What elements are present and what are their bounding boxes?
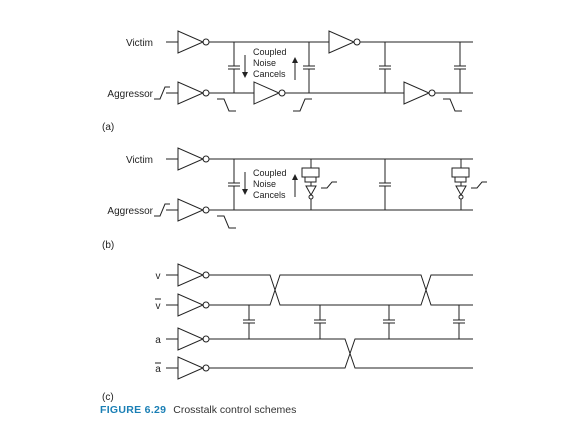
coupling-capacitor [303,42,315,93]
driver-v-bar [166,293,210,317]
inverter-bubble [428,89,436,97]
victim-driver [177,147,205,171]
coupling-capacitor [228,42,240,93]
aggressor-repeater [403,81,431,105]
figure-title: Crosstalk control schemes [173,404,297,416]
inverter-bubble [202,89,210,97]
coupling-capacitor [314,305,326,339]
victim-repeater [328,30,356,54]
twisted-wire-a-bar [209,338,473,369]
panel-a: Victim Aggressor [102,30,473,133]
note-coupled: Coupled [253,168,287,178]
aggressor-label: Aggressor [107,89,153,100]
inverter-bubble [278,89,286,97]
keeper-circuit [451,159,487,210]
noise-down-arrow [242,55,248,78]
inverter-bubble [202,155,210,163]
note-cancels: Cancels [253,69,286,79]
twisted-wire-v [209,274,473,306]
panel-c-tag: (c) [102,392,114,403]
keeper-circuit [301,159,337,210]
falling-waveform [217,215,236,229]
inverter-bubble [202,206,210,214]
figure-caption: FIGURE 6.29 Crosstalk control schemes [100,404,296,416]
twisted-wire-a [209,338,473,369]
signal-label-a: a [155,335,161,346]
driver-v [166,263,210,287]
driver-a [166,327,210,351]
coupling-capacitor [454,42,466,93]
signal-label-v: v [156,271,161,282]
coupling-capacitor [228,159,240,210]
note-coupled: Coupled [253,47,287,57]
victim-label: Victim [126,155,153,166]
coupling-capacitor [383,305,395,339]
panel-a-tag: (a) [102,122,114,133]
coupling-capacitor [379,159,391,210]
coupling-capacitor [243,305,255,339]
panel-c: v v a a [102,263,473,403]
falling-waveform [217,98,236,112]
twisted-wire-v-bar [209,274,473,306]
aggressor-label: Aggressor [107,206,153,217]
coupling-capacitor [379,42,391,93]
signal-label-a-bar: a [155,364,161,375]
aggressor-repeater [253,81,281,105]
note-noise: Noise [253,179,276,189]
inverter-bubble [353,38,361,46]
note-cancels: Cancels [253,190,286,200]
aggressor-driver [177,81,205,105]
aggressor-driver [177,198,205,222]
noise-up-arrow [292,174,298,197]
victim-label: Victim [126,38,153,49]
driver-a-bar [166,356,210,380]
input-step-waveform [154,86,170,100]
note-noise: Noise [253,58,276,68]
rising-waveform [293,98,312,112]
inverter-bubble [202,38,210,46]
falling-waveform [443,98,462,112]
victim-driver [177,30,205,54]
signal-label-v-bar: v [156,301,161,312]
noise-up-arrow [292,57,298,80]
coupling-capacitor [453,305,465,339]
panel-b-tag: (b) [102,240,114,251]
figure-label: FIGURE 6.29 [100,404,167,416]
noise-down-arrow [242,172,248,195]
panel-b: Victim Aggressor [102,147,487,251]
input-step-waveform [154,203,170,217]
